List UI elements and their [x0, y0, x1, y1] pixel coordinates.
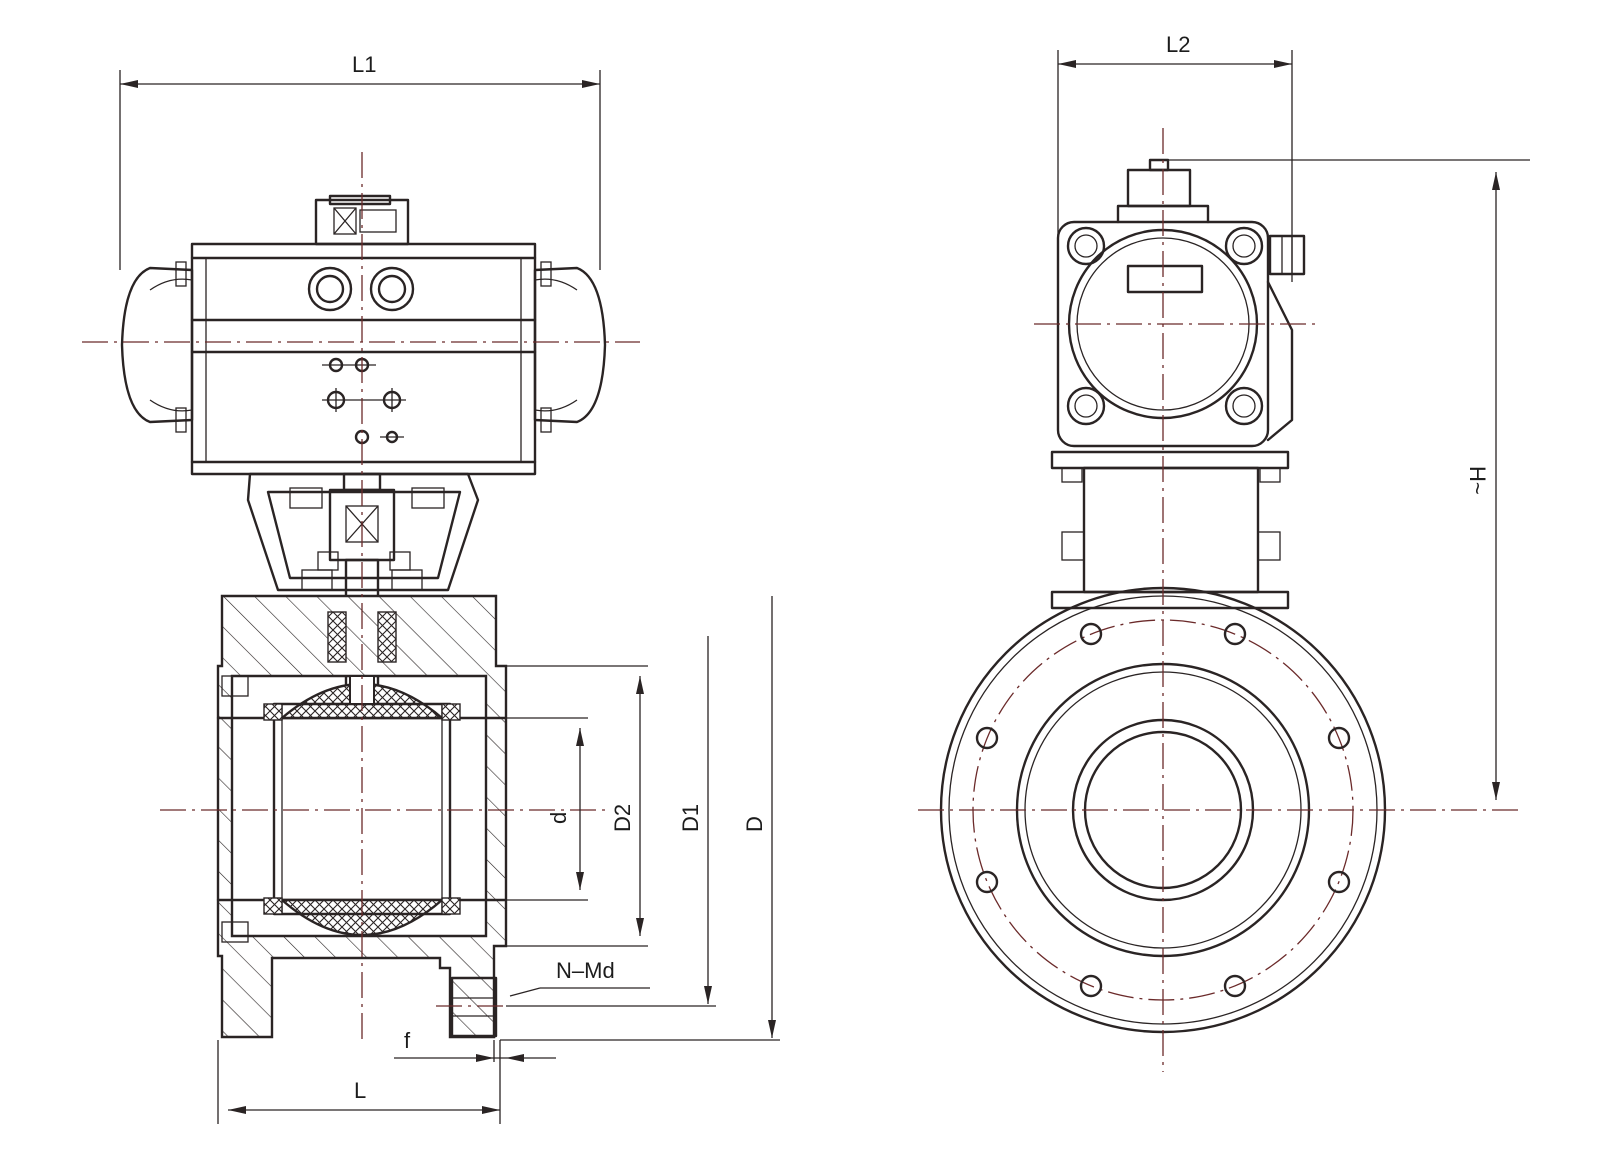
dim-D2-label: D2 [610, 804, 635, 832]
dim-NMd-label: N–Md [556, 958, 615, 983]
front-view-dimensions: L1 L f N–Md d D2 D1 [119, 52, 780, 1124]
side-view-dimensions: L2 H~ [1057, 32, 1530, 800]
dim-L2-label: L2 [1166, 32, 1190, 57]
dim-d-label: d [546, 812, 571, 824]
namur-mounting-holes [322, 357, 406, 445]
dim-D-label: D [742, 816, 767, 832]
actuator-corner-bolts [1066, 226, 1264, 426]
actuator-left-end-cap [120, 266, 194, 424]
side-bracket [1050, 450, 1290, 610]
ball [263, 675, 461, 937]
dim-f-label: f [404, 1028, 411, 1053]
air-ports [307, 266, 415, 312]
flange-bolt-holes [975, 622, 1351, 998]
dim-L1-label: L1 [352, 52, 376, 77]
dim-H-label: H~ [1465, 466, 1490, 495]
flange-bolt-hole [221, 675, 498, 1038]
nameplate [1126, 264, 1204, 294]
front-section-view [82, 152, 640, 1040]
dim-D1-label: D1 [678, 804, 703, 832]
actuator-right-end-cap [533, 266, 607, 424]
dim-L-label: L [354, 1078, 366, 1103]
actuator-bolts [175, 261, 552, 433]
mounting-bracket [246, 472, 480, 592]
side-flange-view [918, 128, 1520, 1072]
